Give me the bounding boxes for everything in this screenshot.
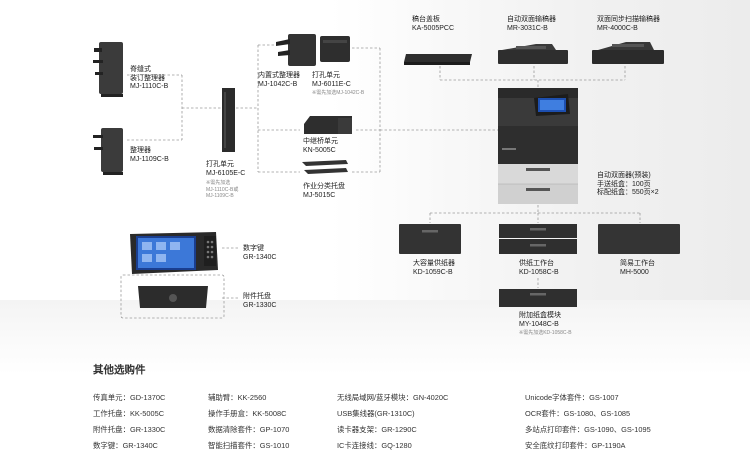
finisher-label: 整理器 MJ-1109C-B (130, 147, 169, 163)
inner-finisher-label: 内置式整理器 MJ-1042C-B (258, 72, 300, 88)
hole-punch-ext-label: 打孔单元 MJ-6105E-C (206, 161, 246, 177)
background-floor (0, 300, 750, 465)
option-item: 传真单元：GD-1370C (93, 393, 166, 402)
option-item: USB集线器(GR-1310C) (337, 409, 415, 418)
option-item: 无线局域网/蓝牙模块：GN-4020C (337, 393, 449, 402)
additional-drawer-image (498, 288, 578, 308)
job-separator-label: 作业分类托盘 MJ-5015C (303, 183, 345, 199)
hole-punch-ext-note: ※需先加选 MJ-1110C-B或 MJ-1109C-B (206, 180, 239, 199)
bridge-unit-image (300, 114, 356, 136)
duplexer-label: 自动双面器(预装) 手送纸盒：100页 标配纸盒：550页×2 (597, 172, 659, 196)
main-mfp-image (496, 86, 580, 206)
option-item: 数字键：GR-1340C (93, 441, 158, 450)
options-column-2: 辅助臂：KK-2560 操作手册盒：KK-5008C 数据清除套件：GP-107… (208, 390, 289, 454)
dsdf-image (590, 40, 666, 66)
options-title: 其他选购件 (93, 364, 146, 376)
paper-feed-pedestal-image (498, 223, 578, 255)
bridge-unit-label: 中继桥单元 KN-5005C (303, 138, 338, 154)
accessory-tray-image (136, 284, 210, 310)
simple-stand-image (597, 223, 681, 255)
options-column-3: 无线局域网/蓝牙模块：GN-4020C USB集线器(GR-1310C) 读卡器… (337, 390, 448, 454)
job-separator-image (300, 158, 352, 178)
additional-drawer-note: ※需先加选KD-1058C-B (519, 330, 572, 336)
option-item: Unicode字体套件：GS-1007 (525, 393, 619, 402)
hole-punch-inner-label: 打孔单元 MJ-6011E-C (312, 72, 351, 88)
option-item: OCR套件：GS-1080、GS-1085 (525, 409, 631, 418)
radf-image (496, 42, 570, 66)
inner-finisher-image (276, 30, 318, 68)
option-item: 附件托盘：GR-1330C (93, 425, 166, 434)
option-item: 多站点打印套件：GS-1090、GS-1095 (525, 425, 651, 434)
option-item: IC卡连接线：GQ-1280 (337, 441, 412, 450)
option-item: 读卡器支架：GR-1290C (337, 425, 417, 434)
paper-feed-pedestal-label: 供纸工作台 KD-1058C-B (519, 260, 559, 276)
keypad-label: 数字键 GR-1340C (243, 245, 277, 261)
option-item: 数据清除套件：GP-1070 (208, 425, 290, 434)
hole-punch-ext-image (221, 88, 236, 153)
options-column-1: 传真单元：GD-1370C 工作托盘：KK-5005C 附件托盘：GR-1330… (93, 390, 165, 454)
control-panel-image (128, 230, 224, 276)
accessory-tray-label: 附件托盘 GR-1330C (243, 293, 277, 309)
option-item: 安全底纹打印套件：GP-1190A (525, 441, 626, 450)
hole-punch-inner-image (318, 32, 352, 66)
lcf-label: 大容量供纸器 KD-1059C-B (413, 260, 455, 276)
radf-label: 自动双面输稿器 MR-3031C-B (507, 16, 556, 32)
saddle-finisher-label: 脊缝式 装订整理器 MJ-1110C-B (130, 66, 169, 90)
option-item: 辅助臂：KK-2560 (208, 393, 267, 402)
platen-cover-label: 稿台盖板 KA-5005PCC (412, 16, 455, 32)
dsdf-label: 双面同步扫描输稿器 MR-4000C-B (597, 16, 660, 32)
option-item: 操作手册盒：KK-5008C (208, 409, 287, 418)
option-item: 工作托盘：KK-5005C (93, 409, 165, 418)
option-item: 智能扫描套件：GS-1010 (208, 441, 290, 450)
saddle-finisher-image (93, 38, 127, 98)
finisher-image (93, 125, 127, 175)
simple-stand-label: 简易工作台 MH-5000 (620, 260, 655, 276)
hole-punch-inner-note: ※需先加选MJ-1042C-B (312, 90, 365, 96)
lcf-image (398, 223, 462, 255)
options-column-4: Unicode字体套件：GS-1007 OCR套件：GS-1080、GS-108… (525, 390, 651, 454)
additional-drawer-label: 附加纸盒模块 MY-1048C-B (519, 312, 561, 328)
platen-cover-image (402, 52, 474, 66)
